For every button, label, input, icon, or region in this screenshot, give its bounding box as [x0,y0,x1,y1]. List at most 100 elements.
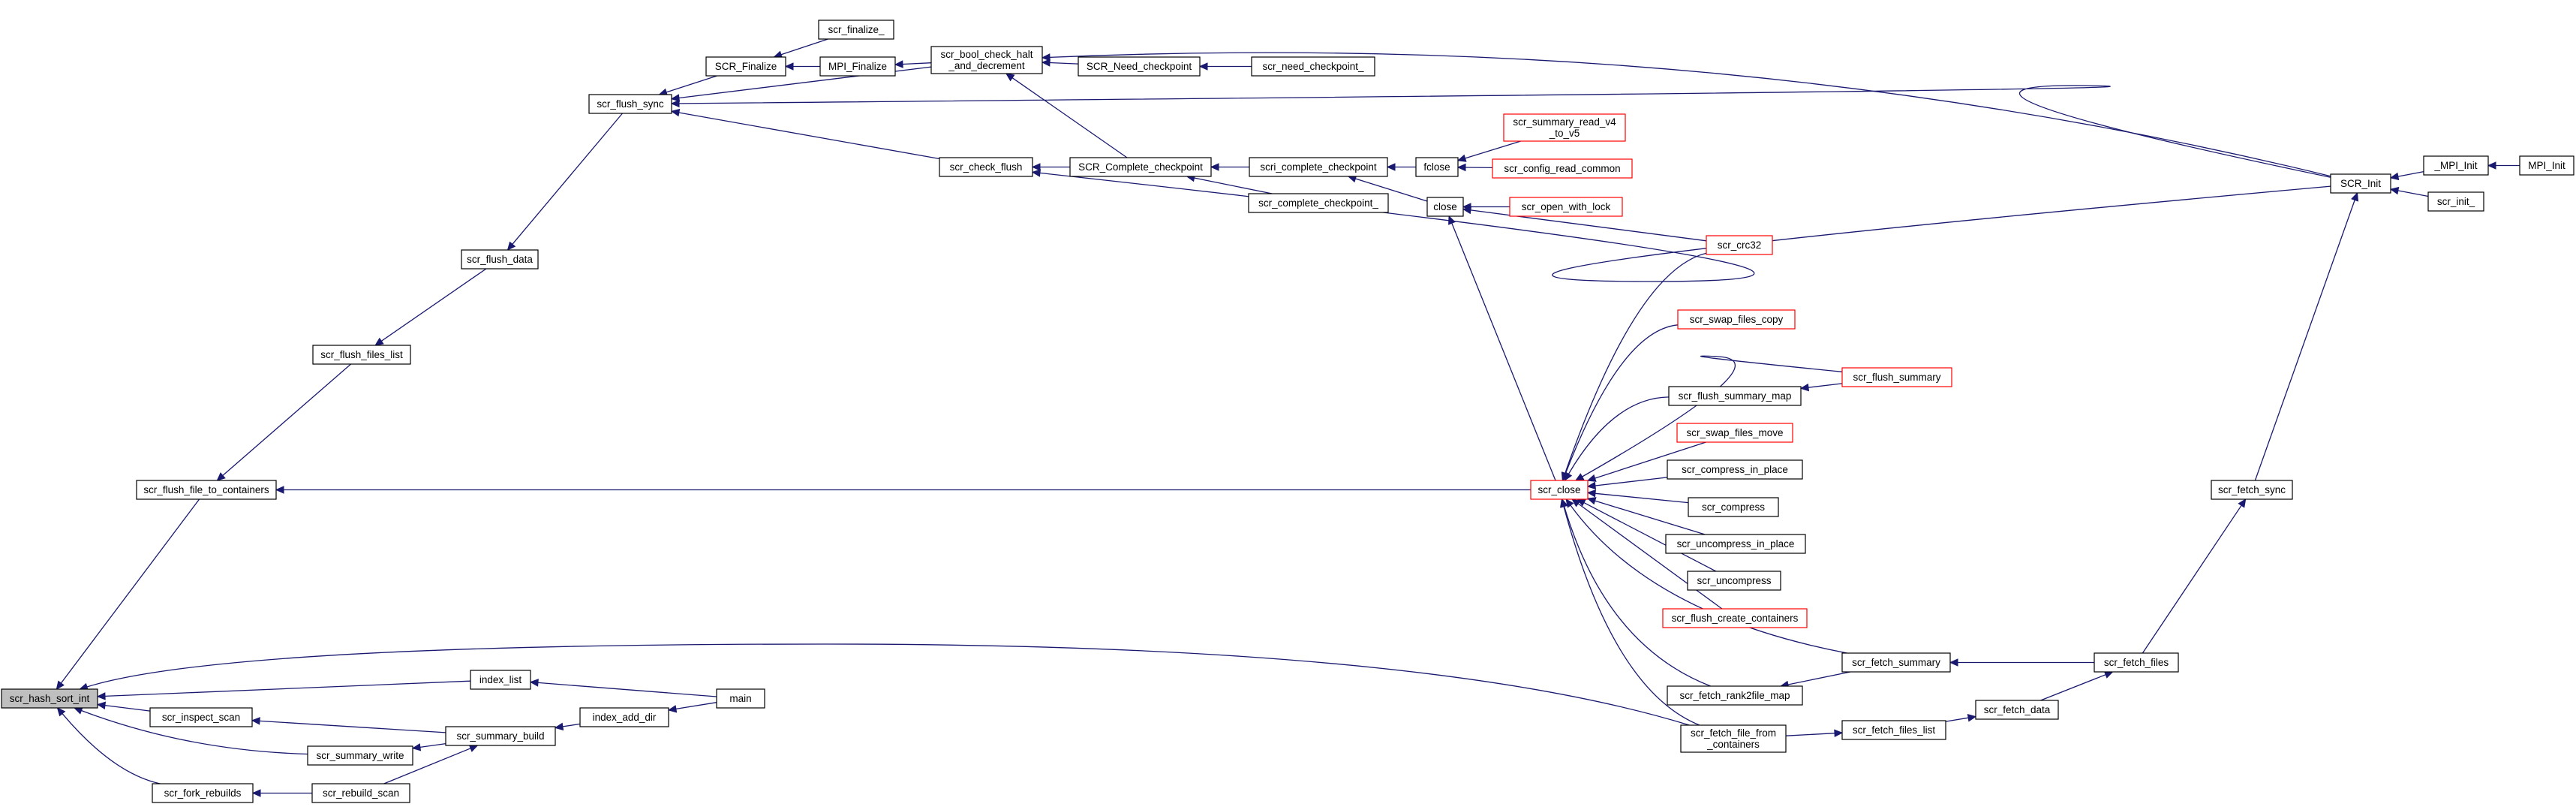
edge-line [383,748,471,784]
edge-compress_in_place-to-scr_close [1586,477,1668,490]
node-flush-summary[interactable]: scr_flush_summary [1841,367,1952,387]
node-label: scr_fetch_sync [2218,484,2286,495]
node-fetch-rank2file-map[interactable]: scr_fetch_rank2file_map [1667,685,1803,706]
edge-fetch_file_from_containers-to-fetch_files_list [1785,729,1844,738]
edge-scri_complete_checkpoint-to-SCR_Complete_checkpoint [1210,163,1249,171]
edge-fetch_summary-to-fetch_rank2file_map [1779,671,1851,689]
node-SCR-Complete-checkpoint[interactable]: SCR_Complete_checkpoint [1069,157,1212,177]
node-compress[interactable]: scr_compress [1688,497,1779,517]
edge-fetch_files-to-fetch_sync [2142,498,2247,654]
node-label: MPI_Finalize [828,61,887,72]
node-fetch-files[interactable]: scr_fetch_files [2094,652,2179,673]
node-flush-files-list[interactable]: scr_flush_files_list [312,345,411,365]
node-summary-write[interactable]: scr_summary_write [307,745,413,766]
edge-SCR_Init-to-bool_check_halt [1041,52,2331,177]
node-flush-summary-map[interactable]: scr_flush_summary_map [1668,386,1802,406]
node-SCR-Init[interactable]: SCR_Init [2330,173,2391,194]
node-need-checkpoint-[interactable]: scr_need_checkpoint_ [1251,56,1375,77]
node-close[interactable]: close [1426,197,1464,217]
edge-line [1465,140,1521,159]
node-label: _and_decrement [948,60,1025,71]
edge-line [380,268,487,342]
edge-index_list-to-hash_sort_int [96,680,471,700]
node-box [1249,157,1388,177]
edge-line [666,75,717,93]
node-fetch-data[interactable]: scr_fetch_data [1975,700,2059,720]
node-SCR-Need-checkpoint[interactable]: SCR_Need_checkpoint [1078,56,1201,77]
node-index-add-dir[interactable]: index_add_dir [579,707,669,727]
node-label: scri_complete_checkpoint [1260,161,1377,173]
node--MPI-Init[interactable]: _MPI_Init [2423,155,2489,176]
edge-line [1808,383,1843,388]
edge-arrowhead [275,486,284,494]
edge-arrowhead [1586,489,1596,498]
edge-main-to-index_add_dir [667,702,717,713]
node-init-[interactable]: scr_init_ [2427,191,2484,212]
node-bool-check-halt[interactable]: scr_bool_check_halt_and_decrement [930,46,1043,74]
node-box [307,745,413,766]
node-fetch-file-from-containers[interactable]: scr_fetch_file_from_containers [1680,724,1787,753]
edge-line [104,704,151,712]
node-MPI-Init[interactable]: MPI_Init [2519,155,2574,176]
node-index-list[interactable]: index_list [470,670,531,690]
edge-flush_summary-to-flush_summary_map [1799,383,1843,392]
node-swap-files-copy[interactable]: scr_swap_files_copy [1677,309,1796,330]
node-uncompress[interactable]: scr_uncompress [1687,571,1781,591]
node-fetch-summary[interactable]: scr_fetch_summary [1841,652,1951,673]
edge-MPI_Init-to-_MPI_Init [2487,161,2520,170]
edge-fetch_file_from_containers-to-hash_sort_int [79,643,1690,726]
edge-arrowhead [1560,498,1568,508]
edge-SCR_Need_checkpoint-to-bool_check_halt [1041,59,1079,67]
node-label: scr_fetch_summary [1852,657,1940,668]
node-box [716,688,765,709]
node-box [149,707,253,727]
node-fetch-files-list[interactable]: scr_fetch_files_list [1841,720,1946,740]
node-box [1069,157,1212,177]
node-flush-sync[interactable]: scr_flush_sync [588,94,672,114]
node-summary-read-v4[interactable]: scr_summary_read_v4_to_v5 [1503,113,1626,142]
node-summary-build[interactable]: scr_summary_build [445,726,556,746]
node-uncompress-in-place[interactable]: scr_uncompress_in_place [1665,534,1806,554]
node-check-flush[interactable]: scr_check_flush [939,157,1033,177]
node-MPI-Finalize[interactable]: MPI_Finalize [819,56,896,77]
node-box [818,20,894,40]
node-label: scr_fetch_rank2file_map [1679,690,1790,701]
node-compress-in-place[interactable]: scr_compress_in_place [1667,459,1803,480]
node-inspect-scan[interactable]: scr_inspect_scan [149,707,253,727]
node-fetch-sync[interactable]: scr_fetch_sync [2211,480,2293,500]
edge-flush_file_to_containers-to-hash_sort_int [56,498,200,690]
edge-line [675,702,717,710]
node-crc32[interactable]: scr_crc32 [1706,235,1773,255]
edge-scr_close-to-close [1448,215,1556,481]
node-box [1668,386,1802,406]
node-complete-checkpoint-[interactable]: scr_complete_checkpoint_ [1248,193,1389,213]
node-label: scr_flush_summary [1853,372,1940,383]
edge-arrowhead [1834,729,1844,738]
node-hash-sort-int[interactable]: scr_hash_sort_int [1,688,98,709]
node-scri-complete-checkpoint[interactable]: scri_complete_checkpoint [1249,157,1388,177]
edge-line [2254,200,2355,481]
node-flush-file-to-containers[interactable]: scr_flush_file_to_containers [136,480,277,500]
node-config-read-common[interactable]: scr_config_read_common [1492,158,1633,179]
node-swap-files-move[interactable]: scr_swap_files_move [1676,423,1793,443]
node-finalize-[interactable]: scr_finalize_ [818,20,894,40]
node-main[interactable]: main [716,688,765,709]
edge-arrowhead [1565,498,1574,508]
node-flush-data[interactable]: scr_flush_data [461,249,539,270]
node-flush-create-containers[interactable]: scr_flush_create_containers [1662,608,1808,628]
node-SCR-Finalize[interactable]: SCR_Finalize [705,56,786,77]
node-box [588,94,672,114]
node-fclose[interactable]: fclose [1415,157,1459,177]
edge-line [1568,396,1670,474]
node-fork-rebuilds[interactable]: scr_fork_rebuilds [152,783,254,803]
node-rebuild-scan[interactable]: scr_rebuild_scan [311,783,410,803]
edge-arrowhead [2103,670,2114,679]
edge-line [259,720,446,733]
node-box [1687,571,1781,591]
node-open-with-lock[interactable]: scr_open_with_lock [1509,197,1623,217]
edge-need_checkpoint_-to-SCR_Need_checkpoint [1198,62,1252,71]
node-scr-close[interactable]: scr_close [1530,480,1589,500]
edge-line [2142,504,2242,654]
node-box [136,480,277,500]
node-label: scr_fetch_files [2104,657,2169,668]
